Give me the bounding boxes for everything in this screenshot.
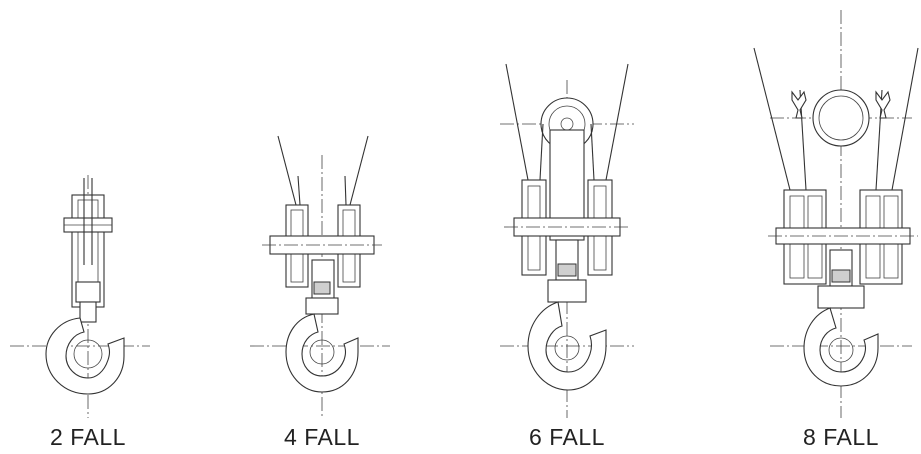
- hook-block-2-fall: [10, 175, 150, 418]
- label-4-fall: 4 FALL: [284, 424, 360, 450]
- label-8-fall: 8 FALL: [803, 424, 879, 450]
- hook-block-6-fall: [500, 63, 634, 418]
- label-2-fall: 2 FALL: [50, 424, 126, 450]
- hook-block-8-fall: [753, 10, 919, 418]
- hook-block-4-fall: [250, 135, 390, 418]
- label-6-fall: 6 FALL: [529, 424, 605, 450]
